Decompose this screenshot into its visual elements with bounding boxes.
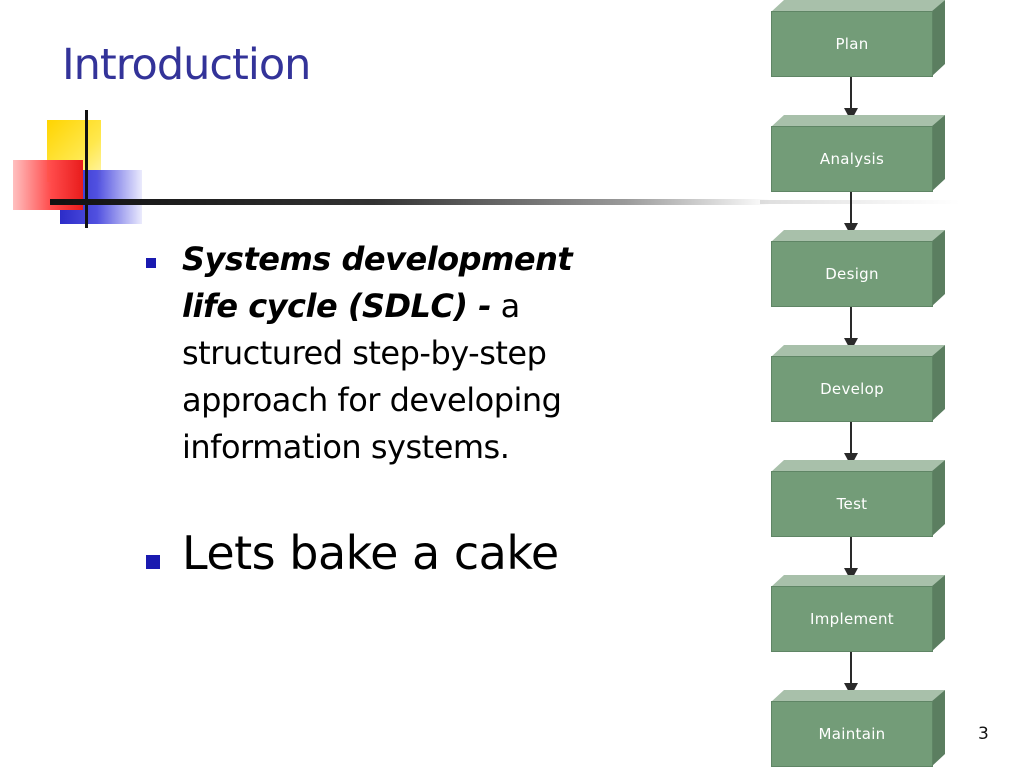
bullet-term: Systems development life cycle (SDLC) -	[182, 240, 573, 325]
step-top-face	[771, 230, 945, 242]
flow-step-maintain: Maintain	[770, 690, 945, 768]
step-top-face	[771, 690, 945, 702]
step-side-face	[931, 115, 945, 192]
flow-step-label: Develop	[771, 356, 933, 422]
step-top-face	[771, 460, 945, 472]
bullet-list: Systems development life cycle (SDLC) - …	[140, 236, 630, 583]
flow-arrow-line	[850, 192, 852, 224]
flow-step-label: Implement	[771, 586, 933, 652]
flow-step-label: Design	[771, 241, 933, 307]
ornament-vertical-line	[85, 110, 88, 228]
flow-step-plan: Plan	[770, 0, 945, 78]
step-side-face	[931, 230, 945, 307]
step-side-face	[931, 0, 945, 77]
flow-arrow-line	[850, 307, 852, 339]
step-top-face	[771, 115, 945, 127]
flow-arrow-line	[850, 537, 852, 569]
flow-step-design: Design	[770, 230, 945, 308]
flow-step-label: Test	[771, 471, 933, 537]
bullet-text: Lets bake a cake	[182, 526, 559, 580]
flow-step-test: Test	[770, 460, 945, 538]
slide-title: Introduction	[62, 40, 311, 90]
step-side-face	[931, 460, 945, 537]
flow-step-label: Plan	[771, 11, 933, 77]
title-ornament	[0, 0, 200, 240]
flow-step-develop: Develop	[770, 345, 945, 423]
step-top-face	[771, 345, 945, 357]
square-bullet-icon	[146, 555, 160, 569]
step-top-face	[771, 575, 945, 587]
page-number: 3	[978, 724, 989, 744]
flow-arrow-line	[850, 422, 852, 454]
step-top-face	[771, 0, 945, 12]
square-bullet-icon	[146, 258, 156, 268]
title-underline	[50, 199, 770, 205]
bullet-item-sdlc: Systems development life cycle (SDLC) - …	[140, 236, 630, 471]
title-underline-fade	[760, 200, 960, 204]
step-side-face	[931, 345, 945, 422]
step-side-face	[931, 690, 945, 767]
step-side-face	[931, 575, 945, 652]
bullet-item-cake: Lets bake a cake	[140, 523, 630, 583]
flow-step-label: Analysis	[771, 126, 933, 192]
flow-step-implement: Implement	[770, 575, 945, 653]
flow-arrow-line	[850, 652, 852, 684]
flow-step-label: Maintain	[771, 701, 933, 767]
flow-step-analysis: Analysis	[770, 115, 945, 193]
bullet-text: a structured step-by-step approach for d…	[182, 287, 562, 466]
flow-arrow-line	[850, 77, 852, 109]
sdlc-flowchart: Plan Analysis Design Develop Test	[770, 0, 950, 768]
